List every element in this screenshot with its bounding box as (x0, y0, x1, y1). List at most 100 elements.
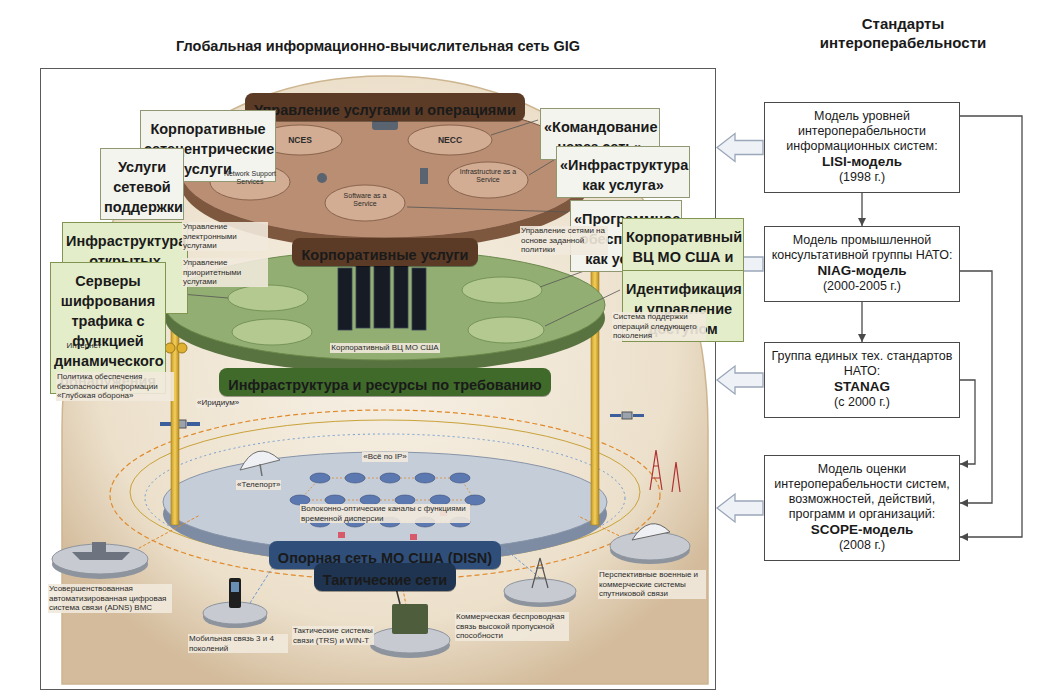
ip-network (338, 532, 345, 538)
satellite-icon (187, 422, 200, 426)
services-layer (317, 173, 327, 183)
ground-pedestals (72, 552, 130, 560)
illustration-label: NECC (437, 135, 463, 145)
ip-network (310, 473, 330, 483)
standard-text: (2000-2005 г.) (771, 279, 953, 294)
orbit-rings (110, 410, 660, 580)
internet-cloud (177, 343, 187, 353)
banner-text: Управление услугами и операциями (254, 94, 516, 120)
callout-box: Услуги сетевой поддержки (100, 148, 184, 220)
ground-pedestals (92, 542, 106, 552)
illustration-label: Управление приоритетными услугами (182, 258, 268, 287)
infrastructure-layer (394, 262, 408, 328)
connector-arrow (960, 116, 1022, 537)
ground-pedestals (231, 582, 239, 592)
illustration-label: Infrastructure as a Service (455, 168, 521, 184)
pillars (591, 235, 599, 525)
column-heading: Стандарты интероперабельности (798, 14, 1008, 52)
illustration-label: Волоконно-оптические каналы с функциями … (300, 504, 470, 523)
callout-box: «Инфраструктура как услуга» (556, 146, 690, 198)
illustration-label: Политика обеспечения безопасности информ… (56, 372, 174, 401)
teleport-dish (260, 464, 262, 476)
illustration-label: Интернет (66, 341, 103, 351)
services-layer (408, 125, 492, 155)
layer-banner: Тактические сети (314, 563, 456, 591)
leader-lines (545, 290, 620, 326)
panel-title: Глобальная информационно-вычислительная … (40, 30, 716, 56)
teleport-dish (240, 451, 280, 476)
infrastructure-layer (412, 268, 426, 330)
standard-box: Модель промышленной консультативной груп… (764, 226, 960, 302)
layer-banner: Инфраструктура и ресурсы по требованию (219, 368, 550, 396)
leader-lines (529, 160, 554, 175)
satellite-icon (633, 414, 644, 417)
standard-text: Группа единых тех. стандартов НАТО: (771, 349, 953, 379)
standard-text: (2008 г.) (771, 538, 953, 553)
ground-pedestals (632, 524, 670, 540)
model-name: SCOPE-модель (771, 522, 953, 538)
standard-box: Группа единых тех. стандартов НАТО:STANA… (764, 342, 960, 418)
link-lines (500, 545, 540, 578)
ip-network (415, 473, 435, 483)
illustration-label: Network Support Services (218, 170, 282, 186)
standard-text: (с 2000 г.) (771, 395, 953, 410)
standard-text: Модель уровней интероперабельности инфор… (771, 109, 953, 154)
infrastructure-layer (165, 250, 605, 373)
services-layer (317, 120, 428, 184)
backbone-platform (163, 452, 607, 552)
block-arrow (717, 494, 763, 522)
connector-arrow (960, 380, 975, 464)
infrastructure-layer (462, 277, 542, 303)
callout-text: Услуги сетевой поддержки (104, 151, 180, 217)
services-layer (420, 168, 428, 184)
illustration-label: «Всё по IP» (362, 452, 407, 462)
illustration-label: Мобильная связь 3 и 4 поколений (188, 634, 288, 653)
illustration-label: Управление электронными услугами (182, 222, 268, 251)
banner-text: Корпоративные услуги (301, 239, 468, 265)
satellite-icon (160, 412, 644, 428)
model-name: LISI-модель (771, 154, 953, 170)
leader-lines (491, 120, 538, 135)
ip-network (290, 473, 485, 527)
infrastructure-layer (228, 285, 308, 311)
connector-arrow (861, 302, 862, 342)
ip-network (410, 534, 417, 540)
callout-text: «Инфраструктура как услуга» (560, 149, 686, 195)
standard-text: Модель оценки интероперабельности систем… (771, 462, 953, 522)
leader-lines (407, 207, 568, 212)
ip-network (380, 473, 400, 483)
services-layer (325, 185, 405, 221)
standard-box: Модель уровней интероперабельности инфор… (764, 102, 960, 193)
block-arrow (717, 366, 763, 394)
infrastructure-layer (165, 250, 605, 360)
ip-network (290, 473, 485, 540)
illustration-label: Перспективные военные и коммерческие сис… (598, 570, 706, 599)
infrastructure-layer (338, 258, 426, 330)
illustration-label: «Телепорт» (236, 480, 281, 490)
ground-pedestals (532, 558, 548, 588)
services-layer (448, 162, 528, 198)
infrastructure-layer (356, 262, 370, 328)
antenna-towers (672, 462, 680, 492)
antenna-towers (650, 450, 680, 492)
internet-cloud (165, 343, 175, 353)
standard-text: (1998 г.) (771, 170, 953, 185)
ground-pedestals (229, 578, 241, 608)
illustration-label: NCES (287, 135, 313, 145)
infrastructure-layer (468, 317, 544, 343)
infrastructure-layer (338, 268, 352, 330)
connector-arrow (861, 193, 862, 226)
ground-pedestals (392, 604, 428, 634)
connector-arrow (960, 271, 992, 503)
layer-banner: Управление услугами и операциями (245, 93, 525, 121)
link-lines (130, 515, 200, 553)
block-arrow (717, 134, 763, 162)
illustration-label: «Иридиум» (196, 398, 240, 408)
standard-box: Модель оценки интероперабельности систем… (764, 455, 960, 561)
standard-text: Модель промышленной консультативной груп… (771, 233, 953, 263)
illustration-label: Управление сетями на основе заданной пол… (520, 226, 608, 255)
satellite-icon (622, 412, 632, 419)
satellite-icon (610, 414, 621, 417)
illustration-label: Тактические системы связи (TRS) и WIN-T (292, 626, 374, 645)
